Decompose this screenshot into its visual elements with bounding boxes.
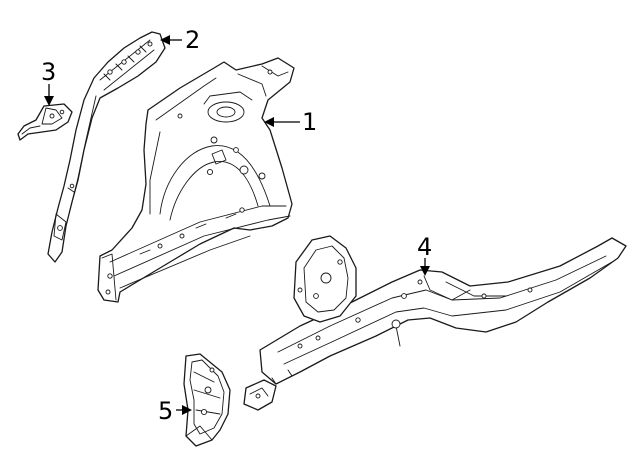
callout-4-leader bbox=[420, 258, 430, 276]
callout-2-label: 2 bbox=[185, 26, 200, 54]
callout-1-leader bbox=[264, 117, 300, 127]
callout-3-label: 3 bbox=[41, 58, 56, 86]
callout-4-label: 4 bbox=[417, 233, 432, 261]
callout-5-label: 5 bbox=[158, 397, 173, 425]
part-4-frame-rail bbox=[243, 235, 627, 411]
part-3-bracket bbox=[17, 103, 73, 141]
callout-3-leader bbox=[44, 84, 54, 106]
callout-1-label: 1 bbox=[302, 108, 317, 136]
part-1-wheelhouse-apron bbox=[97, 57, 295, 303]
callout-5-leader bbox=[176, 405, 192, 415]
callout-2-leader bbox=[160, 35, 182, 45]
part-2-pillar-reinforcement bbox=[47, 31, 166, 263]
part-5-lower-bracket bbox=[183, 353, 231, 447]
